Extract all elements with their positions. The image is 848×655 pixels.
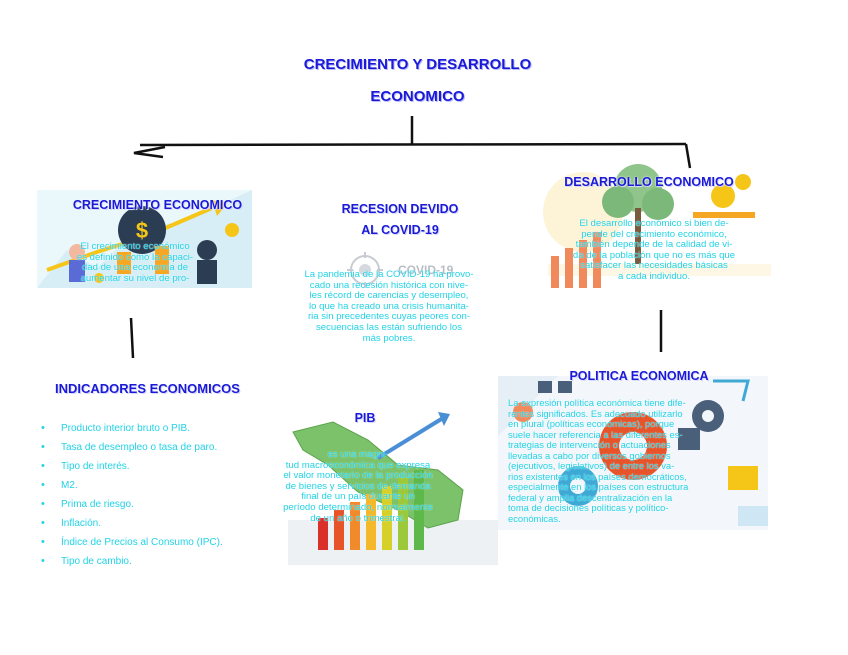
crecimiento-text-line: aumentar su nivel de pro- — [80, 272, 190, 284]
recesion-text-line: les récord de carencias y desempleo, — [309, 290, 469, 302]
politica-text-line: especialmente en los países con estructu… — [508, 481, 689, 492]
list-item: Producto interior bruto o PIB. — [40, 419, 270, 438]
list-item: Tipo de cambio. — [40, 552, 270, 571]
money-growth-icon: $ — [37, 190, 252, 288]
crecimiento-text-line: es definido como la capaci- — [76, 251, 194, 263]
list-item: Tasa de desempleo o tasa de paro. — [40, 438, 270, 457]
pib-text-line: de un año o trimestral. — [310, 512, 406, 524]
desarrollo-illustration — [543, 152, 771, 292]
connector-right-drop — [684, 143, 692, 169]
pib-text-line: final de un país durante un — [301, 491, 415, 503]
list-item: Índice de Precios al Consumo (IPC). — [40, 533, 270, 552]
desarrollo-text-line: El desarrollo económico si bien de- — [579, 218, 729, 229]
desarrollo-text-line: pende del crecimiento económico, — [581, 228, 727, 240]
desarrollo-text: El desarrollo económico si bien de- pend… — [555, 218, 753, 283]
list-item: M2. — [40, 476, 270, 495]
politica-text-line: toma de decisiones políticas y político- — [508, 502, 669, 513]
politica-text-line: federal y amplia descentralización en la — [508, 491, 673, 503]
page-title: CRECIMIENTO Y DESARROLLO ECONOMICO — [230, 56, 605, 105]
recesion-heading: RECESION DEVIDO AL COVID-19 — [325, 199, 475, 241]
covid-image-text: COVID-19 — [398, 263, 454, 277]
politica-text-line: económicas. — [508, 512, 561, 524]
list-item: Inflación. — [40, 514, 270, 533]
recesion-text-line: cado una recesión histórica con nive- — [309, 279, 469, 291]
politica-text-line: La expresión política económica tiene di… — [508, 397, 686, 408]
pib-illustration — [288, 410, 498, 565]
pib-text-line: período determinado, normalmente — [283, 501, 433, 513]
mexico-bar-chart-icon — [288, 412, 498, 565]
politica-illustration — [498, 376, 768, 530]
desarrollo-text-line: a cada individuo. — [617, 270, 690, 282]
indicadores-list: Producto interior bruto o PIB. Tasa de d… — [40, 419, 270, 571]
title-line-1: CRECIMIENTO Y DESARROLLO — [303, 56, 532, 73]
recesion-text-line: La pandemia de la COVID-19 ha provo- — [304, 269, 474, 280]
crecimiento-text-line: El crecimiento económico — [80, 241, 190, 252]
crecimiento-text-line: dad de una economía de — [81, 262, 189, 274]
politica-text: La expresión política económica tiene di… — [508, 397, 758, 524]
desarrollo-text-line: da de la población que no es más que — [572, 249, 736, 261]
politica-text-line: (ejecutivos, legislativos) de entre los … — [508, 460, 675, 471]
recesion-text-line: secuencias las están sufriendo los — [315, 321, 463, 333]
recesion-text-line: ria sin precedentes cuyas peores con- — [307, 311, 471, 323]
politica-text-line: rios existentes en los países democrátic… — [508, 470, 687, 482]
politica-text-line: rentes significados. Es adecuado utiliza… — [508, 407, 683, 419]
connector-crecimiento-indicadores — [129, 317, 135, 359]
tree-growth-icon — [543, 164, 771, 288]
desarrollo-text-line: también depende de la calidad de vi- — [575, 239, 733, 251]
politica-text-line: en plural (políticas económicas), porque — [508, 418, 675, 429]
pib-heading: PIB — [354, 411, 376, 425]
desarrollo-text-line: satisfacer las necesidades básicas — [580, 260, 728, 272]
svg-text:$: $ — [136, 218, 148, 243]
title-line-2: ECONOMICO — [370, 88, 465, 105]
politica-text-line: llevadas a cabo por diversos gobiernos — [508, 449, 671, 461]
connector-arrow-left — [133, 145, 166, 159]
desarrollo-heading: DESARROLLO ECONOMICO — [564, 175, 734, 189]
crecimiento-heading: CRECIMIENTO ECONOMICO — [72, 198, 243, 212]
virus-icon — [347, 252, 383, 288]
pib-text-line: el valor monetario de la producción — [283, 470, 433, 482]
crecimiento-text: El crecimiento económico es definido com… — [60, 241, 210, 284]
politica-heading: POLITICA ECONOMICA — [569, 369, 709, 383]
list-item: Tipo de interés. — [40, 457, 270, 476]
politica-text-line: suele hacer referencia a las diferentes … — [508, 428, 683, 440]
recesion-text-line: más pobres. — [362, 332, 416, 344]
gears-icon — [498, 376, 768, 526]
pib-text: es una magni- tud macroeconómica que exp… — [253, 449, 463, 524]
indicadores-heading: INDICADORES ECONOMICOS — [55, 381, 240, 396]
recesion-text-line: lo que ha creado una crisis humanita- — [309, 300, 469, 312]
politica-text-line: trategias de intervención o actuaciones — [508, 439, 671, 450]
recesion-text: La pandemia de la COVID-19 ha provo- cad… — [290, 269, 488, 344]
pib-text-line: es una magni- — [327, 449, 389, 460]
list-item: Prima de riesgo. — [40, 495, 270, 514]
pib-text-line: de bienes y servicios de demanda — [285, 480, 431, 492]
recesion-heading-line-2: AL COVID-19 — [361, 223, 439, 237]
connector-horizontal — [139, 142, 687, 147]
crecimiento-illustration: $ — [37, 190, 252, 288]
pib-text-line: tud macroeconómica que expresa — [285, 459, 431, 471]
recesion-heading-line-1: RECESION DEVIDO — [341, 202, 459, 216]
